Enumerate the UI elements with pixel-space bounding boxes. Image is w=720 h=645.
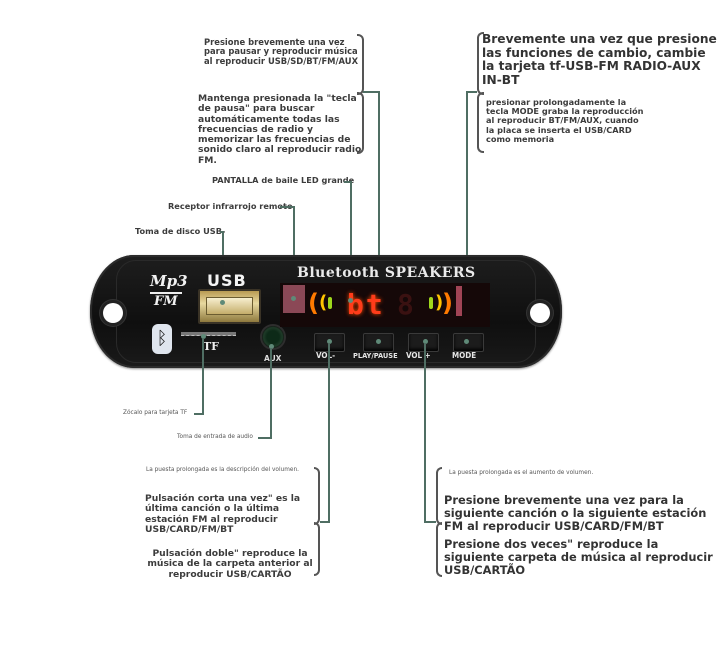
display-dim-digit: 8 [397, 288, 416, 321]
mode-connector-dot [464, 339, 469, 344]
tf-label: TF [203, 340, 219, 353]
display-text: bt [347, 288, 385, 321]
mode-long-brace [477, 92, 484, 153]
vol-up-double-brace [436, 522, 442, 577]
aux-connector-h [258, 437, 272, 439]
tf-card-slot[interactable] [181, 332, 236, 336]
ir-receiver-label: Receptor infrarrojo remoto [168, 201, 293, 211]
mode-short-brace [477, 32, 484, 95]
mode-short-press-note: Brevemente una vez que presione las func… [482, 32, 717, 87]
left-mounting-hole [103, 303, 123, 323]
usb-connector-dot [220, 300, 225, 305]
right-mounting-hole [530, 303, 550, 323]
vol-down-connector-h [320, 521, 330, 523]
vol-down-label: VOL- [316, 351, 336, 360]
ir-connector-v [293, 206, 295, 299]
brand-mp3: Mp3 [150, 272, 188, 290]
ir-connector-h [280, 206, 294, 208]
play-pause-long-press-note: Mantenga presionada la "tecla de pausa" … [198, 93, 362, 166]
left-wave-outer-icon: ( [308, 289, 319, 317]
tf-connector-v [202, 338, 204, 414]
vol-down-short-brace [314, 467, 320, 525]
brand-fm: FM [154, 294, 178, 309]
play-pause-label: PLAY/PAUSE [353, 351, 398, 360]
vol-up-short-brace [436, 467, 442, 525]
led-connector-v [350, 181, 352, 301]
brand-divider [150, 292, 182, 294]
bluetooth-speakers-title: Bluetooth SPEAKERS [297, 265, 476, 281]
mode-label: MODE [452, 351, 477, 360]
bluetooth-icon: ᛒ [152, 324, 172, 354]
vol-down-short-press-note: Pulsación corta una vez" es la última ca… [145, 493, 301, 535]
vol-up-label: VOL + [406, 351, 431, 360]
usb-socket-label: Toma de disco USB- [135, 226, 226, 236]
led-connector-dot [348, 298, 353, 303]
vol-up-connector-dot [423, 339, 428, 344]
vol-down-double-brace [314, 522, 320, 576]
vol-down-connector-v [328, 343, 330, 523]
aux-connector-v [270, 348, 272, 439]
ir-connector-dot [291, 296, 296, 301]
play-pause-short-brace [357, 34, 364, 95]
vol-up-connector-h [424, 521, 436, 523]
left-wave-inner-icon [328, 297, 332, 309]
tf-connector-dot [201, 334, 206, 339]
vol-down-connector-dot [327, 339, 332, 344]
mode-connector-h [466, 91, 477, 93]
aux-input-label: Toma de entrada de audio [177, 434, 253, 440]
tf-socket-label: Zócalo para tarjeta TF [123, 410, 188, 416]
vol-up-long-press-note: La puesta prolongada es el aumento de vo… [449, 470, 594, 476]
play-pause-long-brace [357, 92, 364, 154]
usb-label: USB [207, 271, 247, 290]
play-pause-connector-dot [376, 339, 381, 344]
vol-down-double-press-note: Pulsación doble" reproduce la música de … [147, 548, 313, 580]
aux-label: AUX [264, 354, 282, 363]
led-connector-h [344, 181, 352, 183]
right-wave-middle-icon: ) [435, 292, 444, 313]
left-wave-middle-icon: ( [319, 292, 328, 313]
aux-connector-dot [269, 344, 274, 349]
mode-connector-v [466, 91, 468, 353]
led-display-label: PANTALLA de baile LED grande [212, 175, 355, 185]
vol-up-double-press-note: Presione dos veces" reproduce la siguien… [444, 537, 713, 577]
tf-connector-h [194, 413, 204, 415]
vol-up-short-press-note: Presione brevemente una vez para la sigu… [444, 493, 707, 533]
vol-up-connector-v [424, 343, 426, 523]
play-pause-short-press-note: Presione brevemente una vez para pausar … [204, 37, 359, 66]
mode-long-press-note: presionar prolongadamente la tecla MODE … [486, 97, 644, 144]
usb-port-contacts [206, 297, 253, 315]
vol-down-long-press-note: La puesta prolongada es la descripción d… [146, 467, 299, 473]
led-display [280, 283, 490, 327]
right-wave-inner-icon [429, 297, 433, 309]
play-pause-connector-h [363, 91, 380, 93]
mode-indicator-led [456, 286, 462, 316]
usb-port[interactable] [198, 289, 261, 324]
play-pause-connector-v [378, 91, 380, 353]
aux-jack[interactable] [262, 326, 284, 348]
right-wave-outer-icon: ) [442, 289, 453, 317]
